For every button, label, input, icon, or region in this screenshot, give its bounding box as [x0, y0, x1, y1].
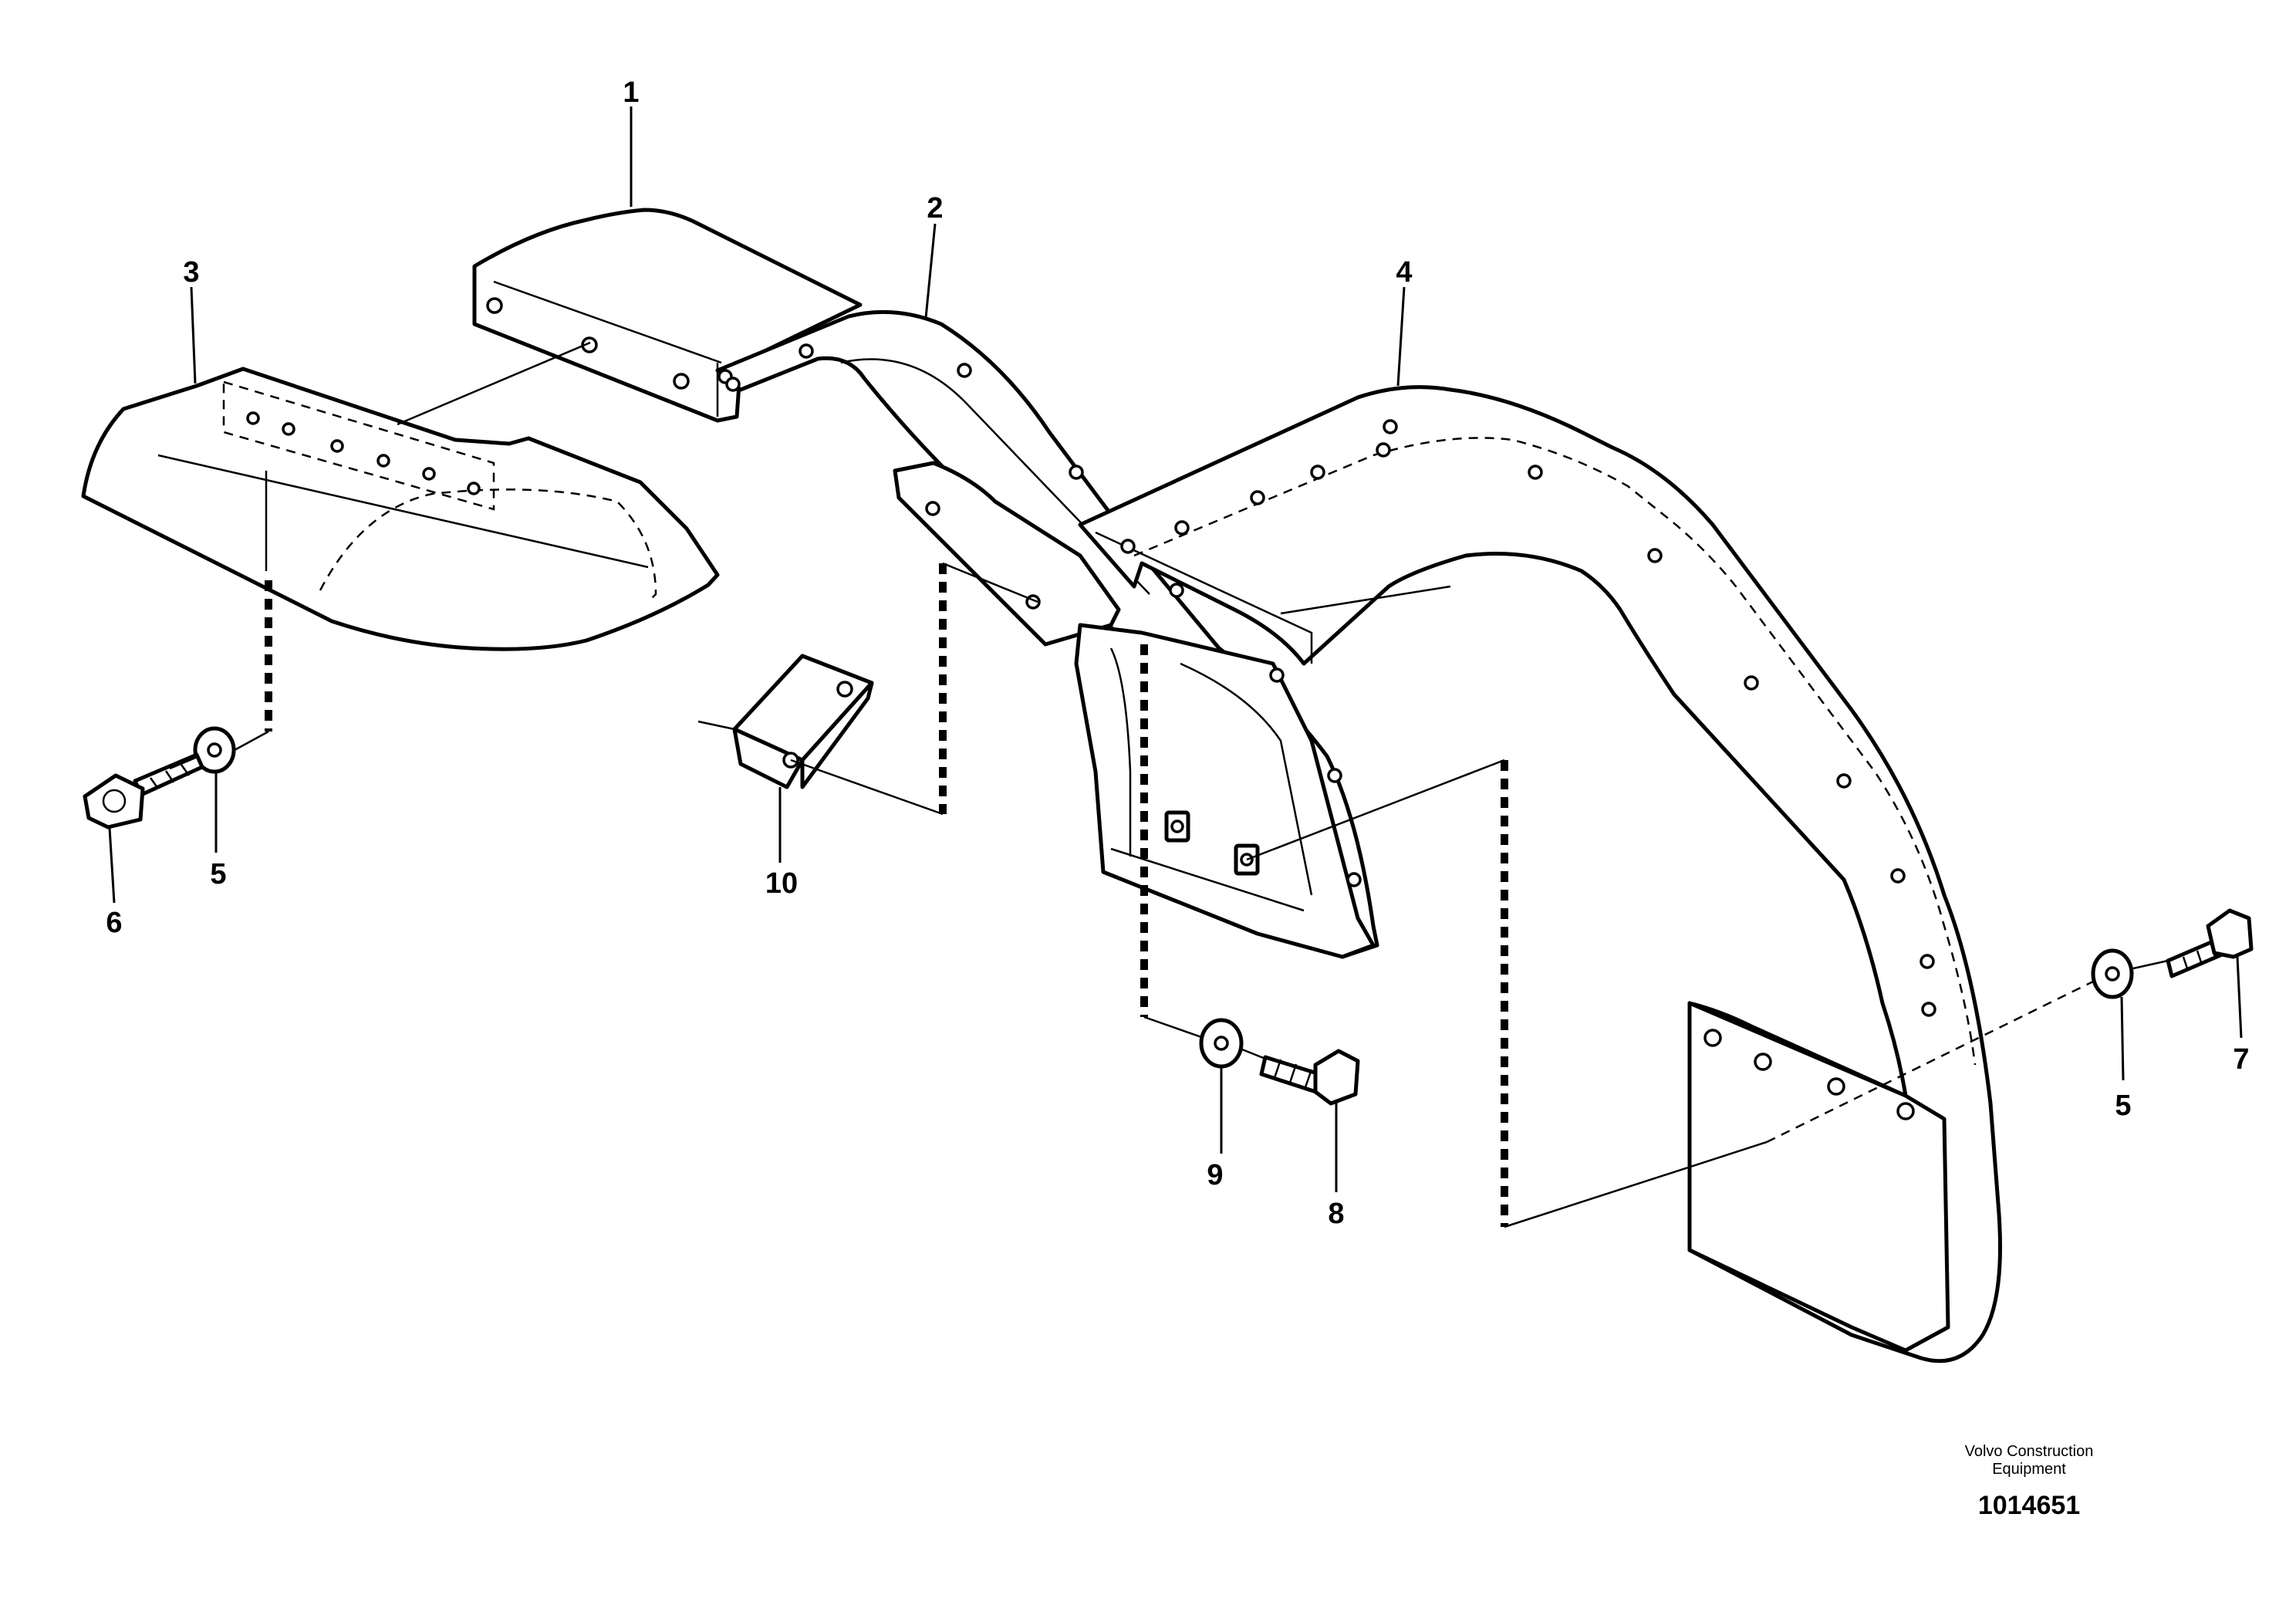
callout-10: 10: [765, 867, 798, 900]
figure-number: 1014651: [1977, 1491, 2081, 1520]
part-3-fender-extension: [81, 367, 720, 651]
part-1-mounting-plate: [472, 208, 863, 423]
part-2-bracket-arm: [715, 309, 1379, 959]
callout-2: 2: [927, 192, 943, 225]
washer-right: [2091, 948, 2134, 999]
callout-5-left: 5: [210, 858, 226, 890]
callout-7: 7: [2233, 1043, 2249, 1076]
part-4-rear-fender: [1078, 385, 2002, 1363]
callout-9: 9: [1207, 1159, 1223, 1191]
leader-lines: [108, 106, 2243, 1192]
callout-4: 4: [1396, 256, 1412, 289]
brand-caption: Volvo Construction Equipment: [1933, 1443, 2125, 1478]
washer-middle: [1199, 1018, 1244, 1069]
callout-8: 8: [1328, 1198, 1344, 1230]
callout-1: 1: [623, 76, 639, 109]
callout-5-right: 5: [2115, 1090, 2131, 1122]
callout-3: 3: [183, 256, 199, 289]
brand-line-1: Volvo Construction: [1964, 1443, 2094, 1460]
brand-line-2: Equipment: [1992, 1461, 2066, 1478]
assembly-lines: [169, 341, 2169, 1228]
callout-6: 6: [106, 907, 122, 939]
part-10-spacer-block: [732, 654, 874, 789]
bolt-right: [2166, 908, 2254, 978]
washer-left: [193, 726, 236, 774]
callouts: 1 2 3 4 5 5 6 7 8 9 10: [106, 76, 2249, 1230]
bolt-middle: [1259, 1049, 1360, 1106]
bolt-left: [83, 752, 204, 830]
